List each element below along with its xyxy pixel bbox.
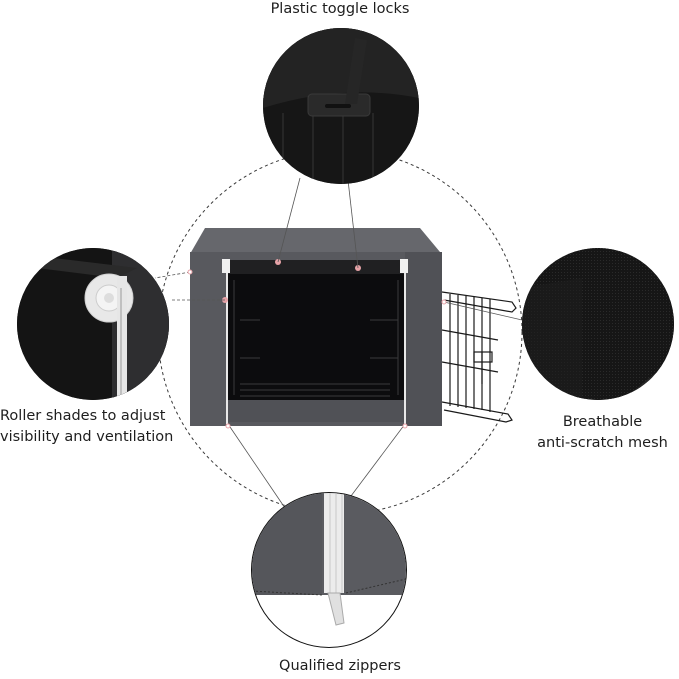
zipper-detail	[251, 492, 407, 648]
crate-door	[441, 291, 517, 423]
mesh-detail	[522, 248, 674, 400]
label-zippers: Qualified zippers	[279, 658, 401, 674]
label-roller-shades-line1: Roller shades to adjust	[0, 408, 166, 424]
label-mesh-line1: Breathable	[562, 414, 643, 430]
label-mesh-line2: anti-scratch mesh	[537, 435, 668, 451]
roller-shade-detail	[17, 248, 169, 400]
label-mesh: Breathable anti-scratch mesh	[530, 412, 675, 454]
label-roller-shades-line2: visibility and ventilation	[0, 429, 174, 445]
crate-cover	[190, 228, 442, 426]
toggle-lock-detail	[263, 28, 419, 184]
label-toggle-locks: Plastic toggle locks	[270, 1, 410, 17]
label-roller-shades: Roller shades to adjust visibility and v…	[0, 406, 174, 448]
